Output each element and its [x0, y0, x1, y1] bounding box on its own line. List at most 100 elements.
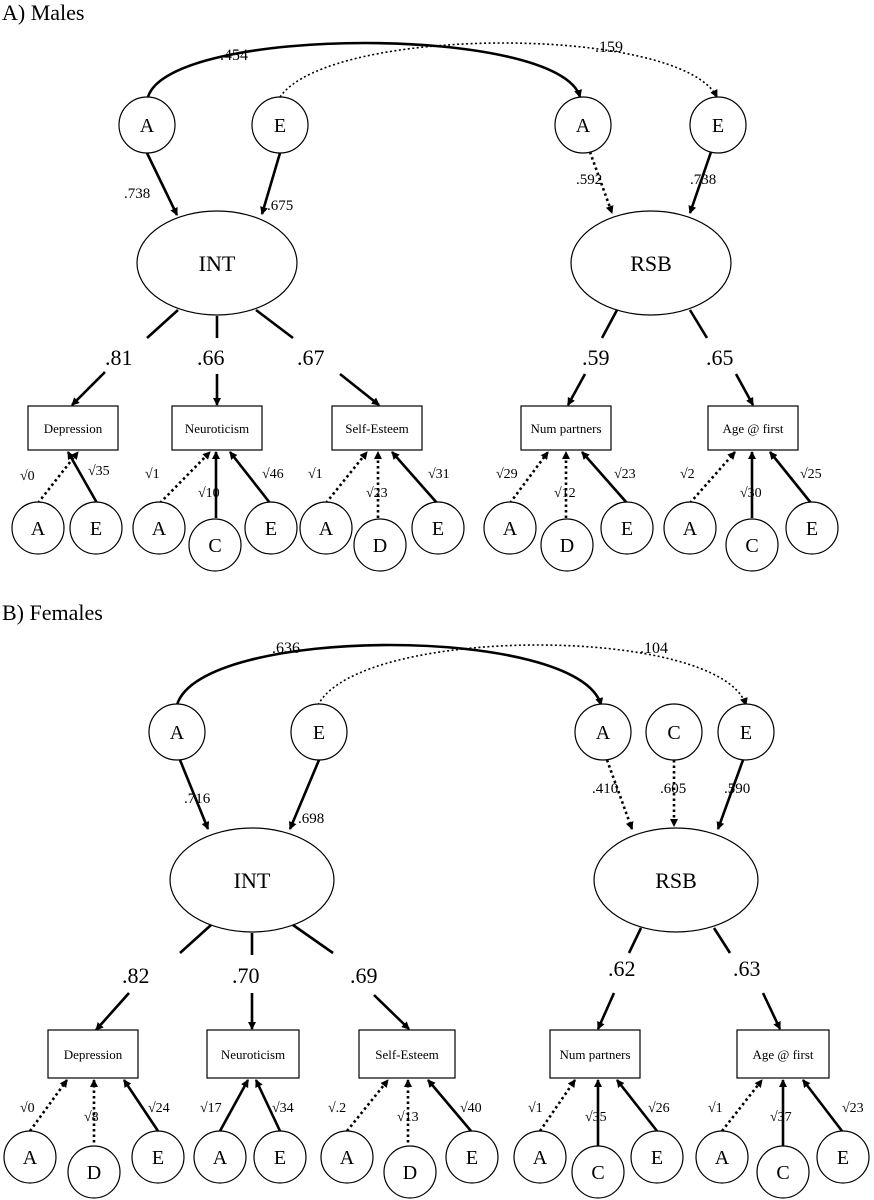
loading-agefirst-upper [688, 309, 709, 339]
src-node [816, 1130, 870, 1184]
src-node-label: A [319, 518, 334, 540]
loading-selfesteem-label: .67 [297, 345, 325, 370]
src-label: √1 [308, 467, 323, 482]
loading-depression-lower [71, 371, 106, 406]
src-node [540, 518, 594, 572]
src-label: √40 [460, 1101, 482, 1116]
src-label: √35 [585, 1110, 607, 1125]
src-node-label: E [466, 1147, 478, 1169]
indicator-box-neuroticism [206, 1029, 300, 1079]
loading-selfesteem-upper [292, 923, 334, 955]
rsb-e-path-label: .590 [724, 781, 750, 797]
rsb-factor [570, 210, 732, 316]
src-node [483, 501, 537, 555]
int-factor [169, 827, 335, 933]
src-node-label: E [265, 518, 277, 540]
src-node-label: E [152, 1147, 164, 1169]
src-path [28, 1079, 69, 1132]
rsb-e-path-label: .738 [690, 172, 716, 188]
loading-selfesteem-label: .69 [350, 963, 378, 988]
src-node-label: A [31, 518, 46, 540]
src-label: √0 [20, 1101, 35, 1116]
src-path [66, 451, 99, 504]
loading-numpartners-upper [600, 309, 619, 339]
int-factor [136, 210, 298, 316]
int-a-path-label: .738 [124, 186, 150, 202]
rsb-a-node [574, 703, 632, 761]
src-label: √25 [800, 467, 822, 482]
loading-depression-label: .81 [105, 345, 133, 370]
src-label: √10 [198, 486, 220, 501]
rsb-a-path-label: .592 [576, 172, 602, 188]
src-path [254, 1079, 282, 1132]
src-path [538, 1079, 577, 1132]
rsb-e-path [688, 151, 713, 214]
src-node-label: C [745, 535, 758, 557]
rsb-e-node-label: E [740, 722, 752, 744]
corr-a-arc [171, 643, 604, 713]
indicator-label-selfesteem: Self-Esteem [345, 421, 409, 436]
loading-selfesteem-upper [255, 308, 294, 340]
src-node-label: E [806, 518, 818, 540]
src-label: √23 [842, 1101, 864, 1116]
int-factor-label: INT [199, 251, 236, 276]
src-node-label: A [503, 518, 518, 540]
src-node-label: A [213, 1147, 228, 1169]
rsb-a-path-label: .410 [592, 781, 618, 797]
src-path [345, 1079, 390, 1132]
src-node-label: A [715, 1147, 730, 1169]
int-e-path-label: .698 [298, 811, 324, 827]
src-node-label: C [208, 535, 221, 557]
src-label: √46 [262, 467, 284, 482]
int-e-node-label: E [274, 115, 286, 137]
indicator-label-selfesteem: Self-Esteem [375, 1047, 439, 1062]
src-node-label: E [90, 518, 102, 540]
src-label: √31 [428, 467, 450, 482]
int-e-path-label: .675 [267, 198, 293, 214]
corr-a-arc [142, 41, 582, 105]
src-node [299, 501, 353, 555]
src-label: √24 [148, 1101, 170, 1116]
src-node [513, 1130, 567, 1184]
src-label: √30 [740, 486, 762, 501]
loading-agefirst-lower [761, 992, 782, 1030]
indicator-box-neuroticism [171, 405, 263, 451]
src-node [244, 501, 298, 555]
rsb-e-path [716, 759, 745, 830]
rsb-a-node [554, 96, 612, 154]
src-node-label: D [373, 535, 387, 557]
src-node-label: D [560, 535, 574, 557]
src-node-label: A [533, 1147, 548, 1169]
src-path [720, 1079, 764, 1132]
src-node [11, 501, 65, 555]
corr-a-label: .636 [272, 640, 300, 657]
src-path [228, 451, 272, 504]
src-path [122, 1079, 160, 1132]
loading-agefirst-label: .63 [733, 956, 761, 981]
src-label: √35 [88, 464, 110, 479]
src-node [663, 501, 717, 555]
src-label: √37 [770, 1110, 792, 1125]
src-node [411, 501, 465, 555]
rsb-e-node [689, 96, 747, 154]
indicator-label-neuroticism: Neuroticism [221, 1047, 285, 1062]
src-node [131, 1130, 185, 1184]
indicator-label-depression: Depression [64, 1047, 123, 1062]
src-node-label: A [340, 1147, 355, 1169]
src-label: √23 [366, 486, 388, 501]
src-node-label: C [776, 1162, 789, 1184]
src-node [571, 1145, 625, 1199]
src-label: √12 [554, 486, 576, 501]
src-label: √13 [397, 1110, 419, 1125]
indicator-box-depression [27, 405, 119, 451]
src-node [725, 518, 779, 572]
indicator-label-neuroticism: Neuroticism [185, 421, 249, 436]
rsb-e-node-label: E [712, 115, 724, 137]
src-node-label: E [651, 1147, 663, 1169]
loading-depression-lower [95, 992, 130, 1031]
src-path [801, 1079, 844, 1132]
rsb-factor-label: RSB [630, 251, 672, 276]
panel-title: A) Males [2, 0, 84, 25]
loading-numpartners-label: .59 [582, 345, 610, 370]
